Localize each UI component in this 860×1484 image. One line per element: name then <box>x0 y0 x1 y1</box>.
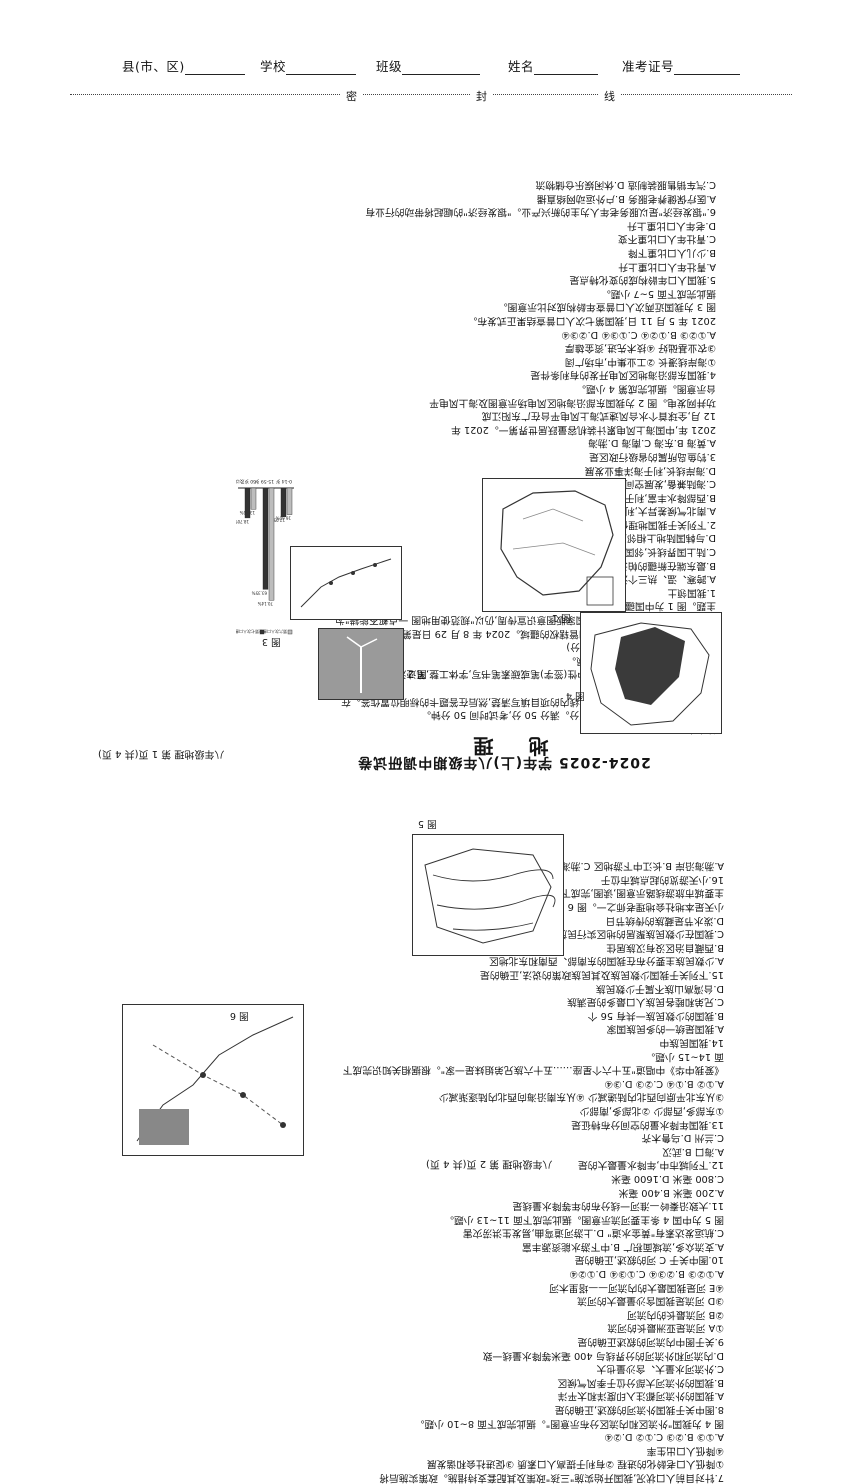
fig3-legend-label: 第六次人口普查 <box>259 629 287 635</box>
fig2-wind-map <box>290 546 402 620</box>
fig3-bar <box>268 487 275 601</box>
fig2-wind-platform <box>318 628 404 700</box>
page2-line: B.我国的外流河大部分位于季风气候区 <box>557 1376 724 1388</box>
river-region-map-icon <box>590 622 710 726</box>
class-label: 班级 <box>376 56 481 75</box>
seal-feng: 封 <box>470 88 493 104</box>
page1-line: 2021 年 5 月 11 日,我国第七次人口普查结果正式发布。 <box>467 315 716 326</box>
seal-xian: 线 <box>598 88 621 104</box>
fig1-china-map <box>482 478 626 612</box>
page2-line: 图 4 为我国"外流区和内流区分布示意图"。据此完成下面 8~10 小题。 <box>414 1417 724 1429</box>
page2-line: D.内流河和外流河的分界线与 400 毫米等降水量线一致 <box>482 1349 724 1361</box>
coast-map-icon <box>300 558 392 608</box>
page1-line: 3.钓鱼岛所属的省级行政区是 <box>589 450 716 462</box>
page1-line: A.黄海 B.东海 C.南海 D.渤海 <box>588 437 716 449</box>
fig3-category-label: 60 岁及以上 <box>236 478 256 485</box>
fig3-value-label: 63.35% <box>252 590 267 595</box>
fig2-label: 图 2 <box>408 668 427 679</box>
fig3-value-label: 16.60% <box>276 516 291 521</box>
page1-line: 4.我国东部沿海地区风电开发的有利条件是 <box>530 369 716 381</box>
fig3-bar <box>250 487 257 510</box>
fig5-rivers-map <box>412 834 564 956</box>
page1-line: 6."银发经济"是以服务老年人为主的新兴产业。"银发经济"的崛起将带动的行业有 <box>365 206 716 218</box>
page1-line: C.汽车销售服装制造 D.休闲娱乐仓储物流 <box>535 179 716 191</box>
page2-line: 图 5 为中国 4 条主要河流示意图。据此完成下面 11~13 小题。 <box>444 1213 724 1225</box>
wind-turbine-icon <box>346 636 378 693</box>
fig3-legend-label: 第七次人口普查 <box>236 629 259 635</box>
page1-line: ③农业基础好 ④技术先进,资金雄厚 <box>564 342 716 354</box>
page2-line: D.台湾高山族不属于少数民族 <box>595 982 724 994</box>
page1-line: 2021 年,中国海上风电累计装机容量跃居世界第一。2021 年 <box>451 423 716 435</box>
fig3-bar <box>244 487 251 519</box>
page1-line: A.医疗保健养老服务 B.户外运动网络直播 <box>536 192 716 204</box>
school-label: 学校 <box>260 56 357 75</box>
fig3-category-label: 0-14 岁 <box>276 478 292 485</box>
page2-line: C.外流河水量大、含沙量也大 <box>596 1363 724 1375</box>
seal-line: 密 封 线 <box>70 88 792 104</box>
page2-line: ④E 河是我国最大的内流河——塔里木河 <box>549 1281 724 1293</box>
page2-line: ③D 河流是我国含沙量最大的河流 <box>577 1295 724 1307</box>
page2-line: ①降低人口老龄化的进程 ②有利于提高人口素质 ③促进社会和谐发展 <box>426 1458 724 1470</box>
page2-line: C.800 毫米 D.1600 毫米 <box>611 1172 724 1184</box>
page1-line: ①海岸线漫长 ②工业集中,市场广阔 <box>564 355 716 367</box>
page1-line: B.少儿人口比重下降 <box>627 247 716 259</box>
page2-line: A.200 毫米 B.400 毫米 <box>618 1186 724 1198</box>
fig6-label: 图 6 <box>230 1010 249 1021</box>
page1-line: D.老年人口比重上升 <box>626 219 716 231</box>
page1-line: D.海岸线长,利于海洋事业发展 <box>584 464 716 476</box>
page2-line: 7.针对目前人口状况,我国开始实施"三孩"政策及其配套支持措施。政策实施后将 <box>379 1472 724 1483</box>
page2-line: 9.关于图中内流河的叙述正确的是 <box>577 1336 724 1348</box>
county-label: 县(市、区) <box>122 56 245 75</box>
fig3-value-label: 70.14% <box>258 601 273 606</box>
page1-line: 5.我国人口年龄构成的变化特点是 <box>569 274 716 286</box>
name-label: 姓名 <box>508 56 599 75</box>
page2-line: A.我国的外流河都注入印度洋和太平洋 <box>557 1390 724 1402</box>
page2-line: 15.下列关于我国少数民族及其民族政策的说法,正确的是 <box>479 969 724 981</box>
page2-line: ②B 河流最长的内流河 <box>627 1308 724 1320</box>
page2-line: 10.图中关于 C 河的叙述,正确的是 <box>574 1254 724 1266</box>
fig4-china-rivers-map <box>580 612 722 734</box>
page1-line: 12 月,全球首个水合风速式海上风电平台在广东阳江成 <box>481 410 716 422</box>
fig1-label: 图 1 <box>552 612 571 623</box>
fig4-label: 图 4 <box>566 690 585 701</box>
route-map-icon <box>136 1016 294 1145</box>
fig3-label: 图 3 <box>262 636 281 647</box>
page1-line: A.青壮年人口比重上升 <box>618 260 716 272</box>
page2-line: 8.图中关于我国外流河的叙述,正确的是 <box>554 1404 724 1416</box>
exam-id-label: 准考证号 <box>622 56 741 75</box>
fig3-legend-swatch <box>259 629 265 635</box>
page2-line: C.航运发达素有"黄金水道" D.上游河道弯曲,易发生洪涝灾害 <box>462 1227 724 1239</box>
fig5-label: 图 5 <box>418 818 437 829</box>
page2-footer: 八年级地理 第 2 页(共 4 页) <box>426 1158 553 1169</box>
fig3-category-label: 15-59 岁 <box>255 478 274 485</box>
fig3-svg: 16.60%17.95%0-14 岁70.14%63.35%15-59 岁13.… <box>230 478 294 635</box>
seal-mi: 密 <box>340 88 363 104</box>
fig3-value-label: 18.70% <box>236 519 249 524</box>
fig6-route-map <box>122 1004 304 1156</box>
four-rivers-map-icon <box>424 848 556 944</box>
page1-line: A.①②③ B.①②④ C.①③④ D.②③④ <box>561 328 716 340</box>
page2-line: A.①③ B.②③ C.①② D.②④ <box>604 1431 724 1443</box>
page1-line: 据此完成下面 5~7 小题。 <box>600 287 716 299</box>
page2-line: 11.大致沿秦岭—淮河一线分布的年等降水量线是 <box>512 1200 724 1212</box>
fig3-bar <box>280 487 287 517</box>
fig3-legend-swatch <box>287 629 293 635</box>
china-map-icon <box>500 490 614 606</box>
fig3-age-chart: 16.60%17.95%0-14 岁70.14%63.35%15-59 岁13.… <box>230 470 296 638</box>
page1-line: C.青壮年人口比重不变 <box>617 233 716 245</box>
page1-line: 图 3 为我国近两次人口普查年龄构成对比示意图。 <box>497 301 716 313</box>
fig3-value-label: 17.95% <box>270 518 285 523</box>
page2-line: ④降低人口出生率 <box>646 1444 724 1456</box>
page2-line: A.支流众多,流域面积广 B.中下游水能资源丰富 <box>521 1240 724 1252</box>
fig3-bar <box>286 487 293 515</box>
page2-line: A.①②③ B.②③④ C.①③④ D.①②④ <box>569 1268 724 1280</box>
page1-line: 功并网发电。图 2 为我国东部沿海地区风电场示意图及海上风电平 <box>429 396 716 408</box>
fig3-bar <box>262 487 269 590</box>
page1-line: 台示意图。据此完成第 4 小题。 <box>576 382 716 394</box>
page2-line: ①A 河流是亚洲最长的河流 <box>607 1322 724 1334</box>
